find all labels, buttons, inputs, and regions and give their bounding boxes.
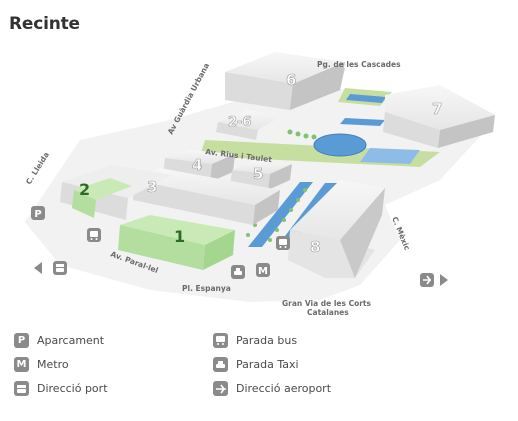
hall-number: 3 (147, 178, 157, 196)
hall-number: 2-6 (228, 115, 252, 130)
hall-2 (60, 165, 172, 220)
cascade-water-2 (340, 118, 385, 126)
legend-label: Aparcament (37, 334, 105, 347)
bus-stop-icon (87, 228, 101, 242)
side-water (360, 148, 420, 164)
metro-icon: M (14, 357, 29, 372)
port-icon (14, 381, 29, 396)
hall-2-6 (216, 110, 282, 140)
legend-label: Parada bus (236, 334, 298, 347)
airplane-icon (213, 381, 228, 396)
taxi-stop-icon (231, 265, 245, 279)
canal-1 (248, 182, 313, 247)
trees (246, 129, 317, 242)
parking-icon: P (31, 206, 45, 220)
svg-text:P: P (34, 209, 41, 220)
bus-icon (213, 333, 228, 348)
legend-parking: P Aparcament (14, 333, 104, 348)
cascade-water-1 (346, 94, 386, 103)
venue-map: 6 7 2-6 4 5 3 8 2 1 Pg. de les Cascades … (24, 52, 495, 317)
page-title: Recinte (9, 14, 80, 34)
legend-taxi: Parada Taxi (213, 357, 299, 372)
bus-stop-icon (276, 236, 290, 250)
fountain-magic (313, 133, 367, 157)
map-legend: P Aparcament M Metro Direcció port Parad… (0, 326, 518, 416)
parking-icon: P (14, 333, 29, 348)
metro-icon: M (256, 263, 270, 277)
street-label: Pl. Espanya (182, 284, 231, 293)
legend-label: Direcció port (37, 382, 108, 395)
hall-6 (225, 52, 345, 110)
street-label: Catalanes (307, 308, 349, 317)
port-direction-icon (34, 261, 67, 275)
street-label: Gran Via de les Corts (282, 299, 372, 308)
hall-1 (118, 215, 235, 270)
hall-7 (383, 85, 495, 148)
hall-8 (288, 180, 385, 278)
legend-bus: Parada bus (213, 333, 297, 348)
hall-3 (133, 168, 280, 225)
hall-number: 4 (192, 156, 202, 174)
legend-airport: Direcció aeroport (213, 381, 331, 396)
legend-label: Metro (37, 358, 69, 371)
legend-metro: M Metro (14, 357, 69, 372)
legend-label: Direcció aeroport (236, 382, 332, 395)
hall-number: 2 (79, 180, 90, 199)
hall-number: 1 (174, 227, 185, 246)
hall-number: 6 (286, 71, 296, 89)
legend-port: Direcció port (14, 381, 108, 396)
legend-label: Parada Taxi (236, 358, 299, 371)
street-label: Pg. de les Cascades (317, 60, 401, 69)
hall-number: 8 (310, 238, 320, 256)
svg-text:M: M (258, 266, 268, 277)
street-label: C. Lleida (24, 150, 51, 186)
hall-number: 5 (253, 165, 263, 183)
taxi-icon (213, 357, 228, 372)
hall-number: 7 (432, 100, 442, 118)
airport-direction-icon (420, 273, 448, 287)
